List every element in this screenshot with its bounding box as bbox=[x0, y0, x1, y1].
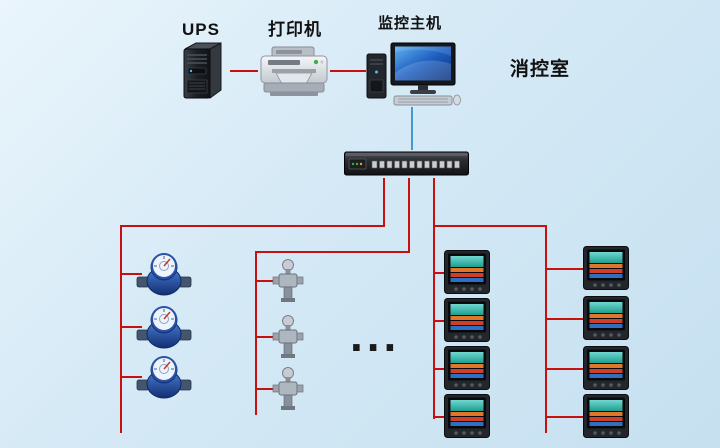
edge-ups-printer bbox=[230, 70, 258, 72]
ups-label: UPS bbox=[182, 20, 220, 39]
stub-power-1-1 bbox=[433, 272, 444, 274]
power-meter-icon bbox=[583, 246, 629, 290]
valve-sensor-icon bbox=[271, 314, 305, 360]
stub-power-2-4 bbox=[545, 416, 583, 418]
bus-water-horizontal bbox=[120, 225, 385, 227]
valve-sensor-icon bbox=[271, 366, 305, 412]
valve-sensor-icon bbox=[271, 258, 305, 304]
bus-valve-vertical bbox=[255, 251, 257, 415]
bus-valve-horizontal bbox=[255, 251, 410, 253]
edge-collector-drop-1 bbox=[383, 178, 385, 227]
collector-switch-icon bbox=[344, 149, 469, 178]
ellipsis: ... bbox=[350, 309, 401, 361]
stub-power-2-1 bbox=[545, 268, 583, 270]
ups-icon bbox=[180, 40, 230, 102]
stub-valve-2 bbox=[255, 336, 273, 338]
stub-power-1-2 bbox=[433, 320, 444, 322]
edge-collector-drop-3-power-bus-1 bbox=[433, 178, 435, 419]
stub-water-meter-3 bbox=[120, 376, 142, 378]
power-meter-icon bbox=[444, 346, 490, 390]
room-label: 消控室 bbox=[510, 59, 571, 80]
power-meter-icon bbox=[444, 250, 490, 294]
stub-water-meter-2 bbox=[120, 326, 142, 328]
water-meter-icon bbox=[136, 303, 192, 351]
edge-printer-host bbox=[330, 70, 366, 72]
stub-power-2-2 bbox=[545, 318, 583, 320]
host-computer-icon bbox=[366, 42, 461, 106]
power-meter-icon bbox=[444, 394, 490, 438]
edge-collector-drop-2 bbox=[408, 178, 410, 253]
host-label: 监控主机 bbox=[378, 15, 443, 32]
printer-label: 打印机 bbox=[268, 20, 322, 39]
stub-water-meter-1 bbox=[120, 273, 142, 275]
power-meter-icon bbox=[583, 296, 629, 340]
stub-valve-1 bbox=[255, 280, 273, 282]
power-meter-icon bbox=[583, 346, 629, 390]
stub-power-1-4 bbox=[433, 416, 444, 418]
bus-water-vertical bbox=[120, 225, 122, 433]
bus-power-horizontal bbox=[433, 225, 547, 227]
water-meter-icon bbox=[136, 353, 192, 401]
edge-host-collector bbox=[411, 107, 413, 150]
printer-icon bbox=[258, 46, 330, 98]
power-meter-icon bbox=[444, 298, 490, 342]
power-meter-icon bbox=[583, 394, 629, 438]
bus-power-vertical-2 bbox=[545, 225, 547, 433]
stub-power-1-3 bbox=[433, 368, 444, 370]
water-meter-icon bbox=[136, 250, 192, 298]
stub-valve-3 bbox=[255, 388, 273, 390]
stub-power-2-3 bbox=[545, 368, 583, 370]
